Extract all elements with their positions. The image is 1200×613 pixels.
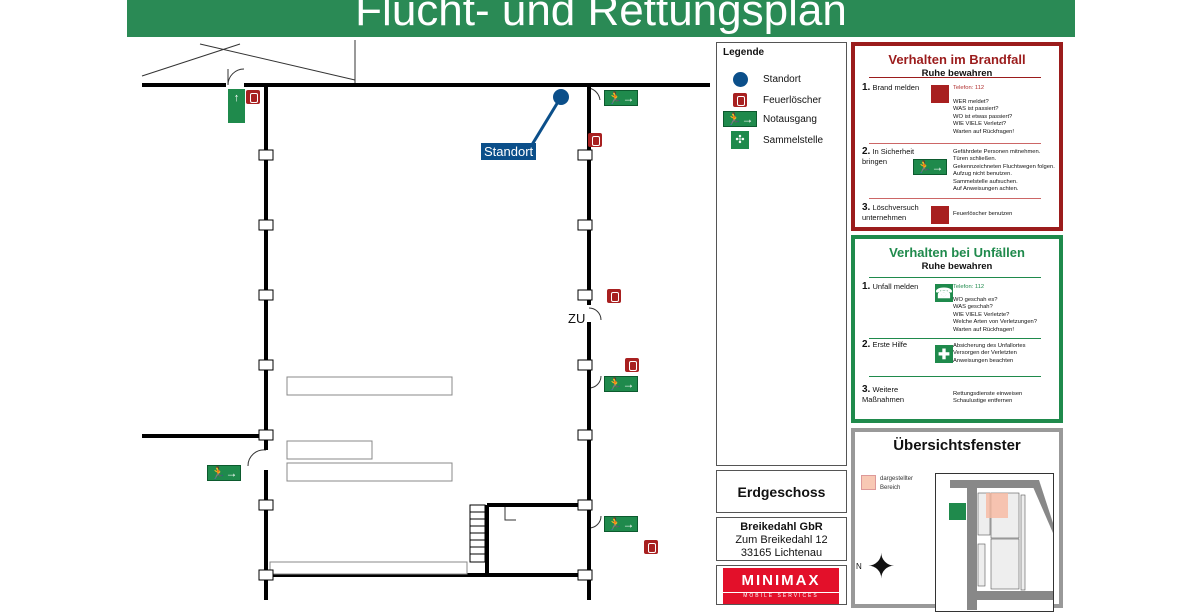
legend-label: Sammelstelle bbox=[763, 134, 824, 146]
legend-title: Legende bbox=[723, 47, 765, 58]
windows bbox=[258, 149, 593, 581]
emergency-exit-icon: 🏃→ bbox=[604, 516, 638, 532]
street: Zum Breikedahl 12 bbox=[735, 534, 828, 546]
fire-extinguisher-icon bbox=[931, 206, 949, 224]
emergency-exit-icon: 🏃→ bbox=[207, 465, 241, 481]
accident-instructions-panel: Verhalten bei Unfällen Ruhe bewahren 1. … bbox=[851, 235, 1063, 423]
fire-extinguisher-icon bbox=[246, 90, 260, 104]
legend-label: Standort bbox=[763, 74, 801, 85]
minimax-logo: MINIMAX MOBILE SERVICES bbox=[723, 568, 839, 604]
assembly-point-icon bbox=[949, 503, 966, 520]
city: 33165 Lichtenau bbox=[740, 547, 823, 559]
shown-area-label: dargestellter Bereich bbox=[880, 476, 914, 491]
title-bar: Flucht- und Rettungsplan bbox=[127, 0, 1075, 37]
floor-plan bbox=[141, 40, 710, 600]
legend-label: Feuerlöscher bbox=[763, 94, 822, 106]
fire-phone-icon bbox=[931, 85, 949, 103]
door-closed-label: ZU bbox=[568, 311, 586, 326]
emergency-exit-icon: 🏃→ bbox=[913, 159, 947, 175]
standort-label: Standort bbox=[481, 143, 537, 160]
panel-title: Verhalten bei Unfällen bbox=[889, 245, 1025, 260]
address-box: Breikedahl GbR Zum Breikedahl 12 33165 L… bbox=[716, 517, 847, 561]
panel-title: Übersichtsfenster bbox=[893, 437, 1021, 454]
fire-extinguisher-icon bbox=[588, 133, 603, 147]
legend-item: Feuerlöscher bbox=[723, 93, 821, 107]
emergency-exit-icon: 🏃→ bbox=[604, 376, 638, 392]
fire-extinguisher-icon bbox=[733, 93, 747, 107]
standort-marker bbox=[553, 89, 569, 105]
logo-box: MINIMAX MOBILE SERVICES bbox=[716, 565, 847, 605]
legend-item: ✣ Sammelstelle bbox=[723, 131, 823, 149]
floor-label: Erdgeschoss bbox=[716, 470, 847, 513]
emergency-exit-up-icon: ↑ bbox=[228, 89, 245, 123]
company-name: Breikedahl GbR bbox=[740, 521, 823, 533]
fire-extinguisher-icon bbox=[643, 540, 658, 554]
legend: Legende Standort Feuerlöscher 🏃→ Notausga… bbox=[716, 42, 847, 466]
legend-item: 🏃→ Notausgang bbox=[723, 111, 817, 127]
legend-label: Notausgang bbox=[763, 113, 817, 125]
shown-area-swatch bbox=[861, 475, 876, 490]
overview-panel: Übersichtsfenster dargestellter Bereich … bbox=[851, 428, 1063, 612]
fire-instructions-panel: Verhalten im Brandfall Ruhe bewahren 1. … bbox=[851, 42, 1063, 231]
site-map bbox=[935, 473, 1054, 612]
assembly-point-icon: ✣ bbox=[731, 131, 749, 149]
fire-extinguisher-icon bbox=[625, 358, 640, 372]
compass-icon: ✦ bbox=[867, 548, 896, 586]
panel-title: Verhalten im Brandfall bbox=[888, 52, 1026, 67]
location-dot-icon bbox=[732, 72, 748, 87]
panel-subtitle: Ruhe bewahren bbox=[921, 261, 993, 272]
north-label: N bbox=[856, 562, 862, 571]
fire-extinguisher-icon bbox=[606, 289, 621, 303]
first-aid-icon: ✚ bbox=[935, 345, 953, 363]
page-title: Flucht- und Rettungsplan bbox=[355, 0, 847, 35]
emergency-exit-icon: 🏃→ bbox=[604, 90, 638, 106]
legend-item: Standort bbox=[723, 72, 801, 87]
emergency-phone-icon: ☎ bbox=[935, 284, 953, 302]
emergency-exit-icon: 🏃→ bbox=[723, 111, 757, 127]
panel-subtitle: Ruhe bewahren bbox=[921, 68, 993, 79]
